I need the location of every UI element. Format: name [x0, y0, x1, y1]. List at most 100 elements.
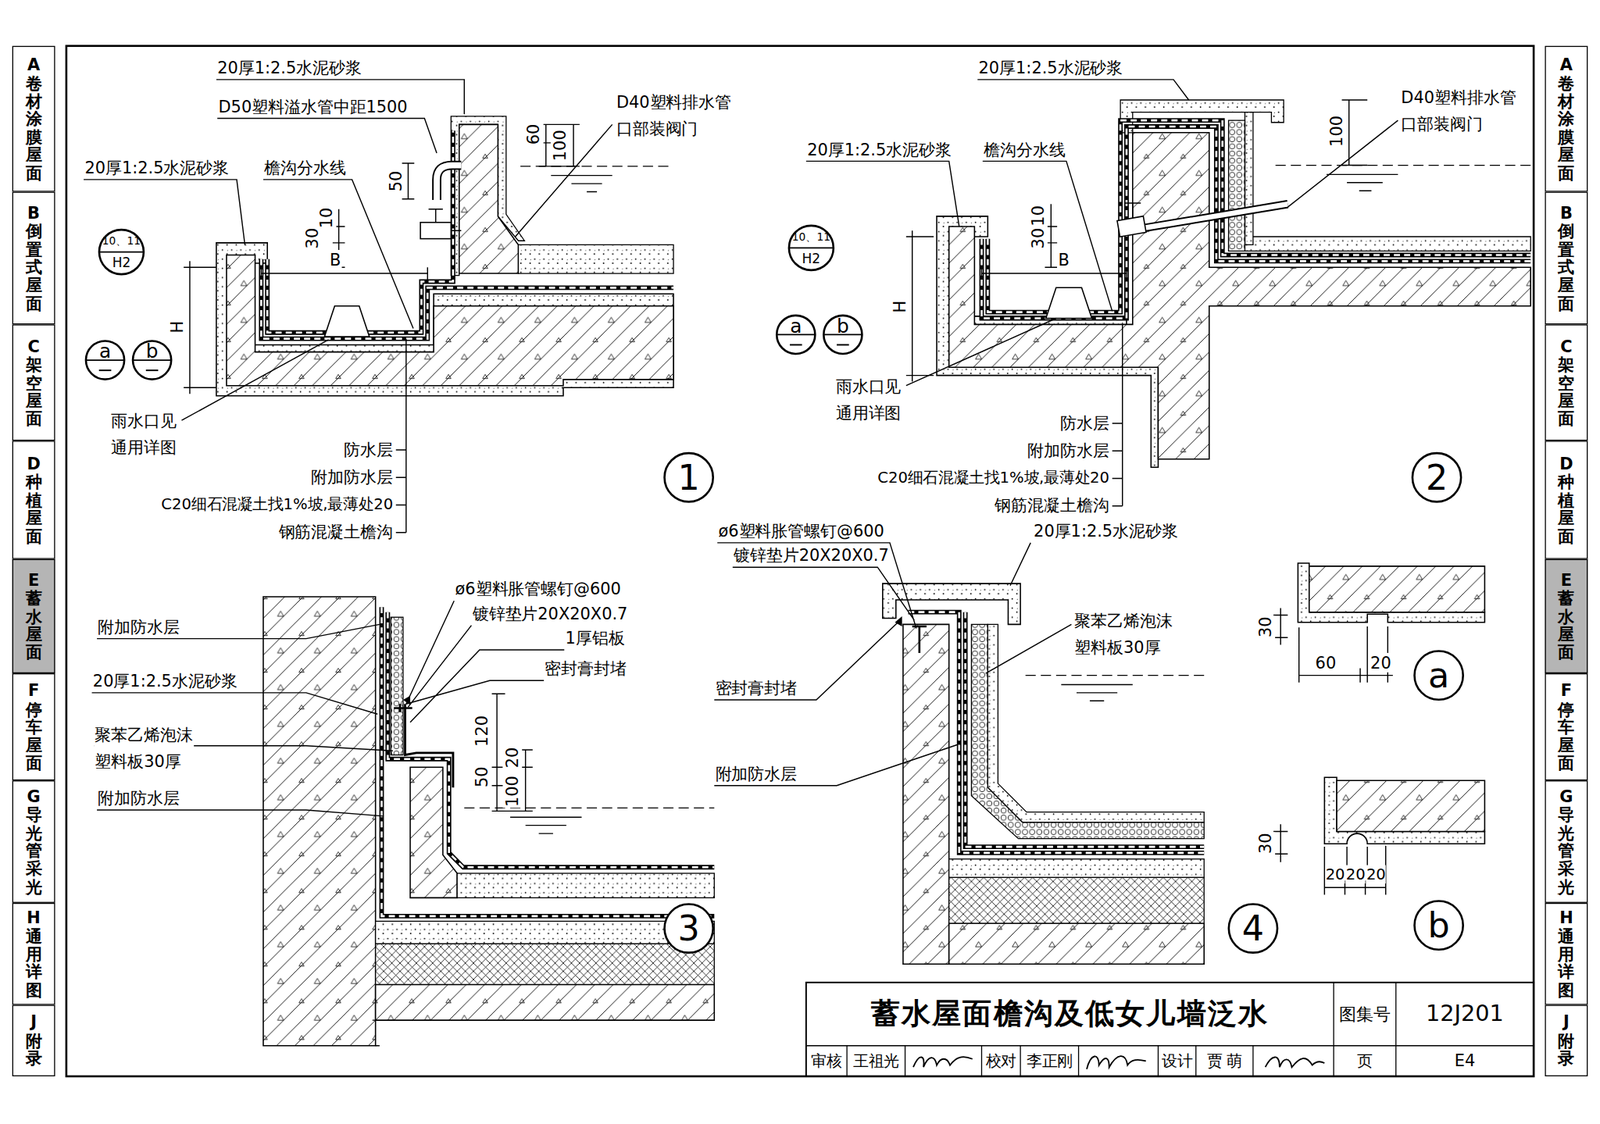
tab-title: 通用详图: [25, 927, 43, 1000]
callout-label: B: [328, 250, 343, 270]
callout-label: 聚苯乙烯泡沫 塑料板30厚: [93, 722, 194, 775]
reference-detail: 10、11: [787, 224, 835, 248]
title-block-cell: 贾 萌: [1196, 1046, 1254, 1077]
detail-1: [550, 175, 612, 193]
tab-letter: C: [27, 337, 40, 357]
detail-2: [806, 79, 1531, 507]
blank-dash: [146, 369, 159, 372]
detail-1: [83, 79, 613, 421]
tab-title: 卷材涂膜屋面: [1557, 74, 1575, 183]
tab-letter: D: [26, 454, 40, 474]
dimension: 10: [1028, 203, 1048, 227]
tab-letter: H: [1559, 908, 1573, 928]
tab-letter: C: [1560, 337, 1572, 357]
callout-label: C20细石混凝土找1%坡,最薄处20: [160, 494, 394, 514]
detail-4: [714, 542, 1072, 786]
detail-1: [436, 165, 461, 200]
callout-label: D40塑料排水管 口部装阀门: [615, 89, 733, 143]
detail-2: [981, 126, 1531, 319]
detail-4: [1025, 675, 1205, 676]
detail-1: [396, 339, 407, 533]
section-tab: C架空屋面: [12, 324, 56, 441]
detail-2: [1124, 203, 1141, 218]
detail-1: [183, 260, 217, 394]
tab-title: 停车屋面: [25, 700, 43, 773]
detail-3: [375, 943, 715, 985]
tab-letter: J: [1563, 1013, 1570, 1033]
section-tab-current: E蓄水屋面: [12, 559, 56, 674]
section-tab: G导光管采光: [12, 780, 56, 904]
detail-2: [1112, 324, 1123, 506]
detail-1: [216, 242, 674, 397]
callout-label: ø6塑料胀管螺钉@600: [717, 521, 886, 541]
circle-outline: [1414, 651, 1464, 700]
tab-title: 倒置式屋面: [25, 222, 43, 313]
detail-1: [420, 222, 451, 240]
detail-a: [1297, 563, 1485, 623]
callout-label: C20细石混凝土找1%坡,最薄处20: [876, 468, 1111, 488]
callout-label: 60: [1314, 653, 1337, 673]
detail-2: [906, 230, 934, 382]
section-tab: C架空屋面: [1544, 324, 1588, 441]
signature: [913, 1056, 1325, 1070]
detail-3: [405, 703, 454, 788]
callout-label: B: [1057, 250, 1071, 270]
title-block-cell: 页: [1333, 1046, 1397, 1077]
callout-label: 雨水口见 通用详图: [110, 407, 178, 461]
tab-title: 导光管采光: [1557, 806, 1575, 897]
tab-title: 附录: [1557, 1032, 1575, 1068]
section-tab: B倒置式屋面: [1544, 192, 1588, 325]
reference-circle: b: [822, 314, 864, 355]
reference-detail: a: [84, 339, 125, 361]
detail-number: 2: [1410, 452, 1462, 504]
section-tab: H通用详图: [1544, 903, 1588, 1006]
detail-a: [1309, 566, 1486, 613]
callout-label: 附加防水层: [714, 764, 798, 784]
detail-3: [92, 596, 715, 1047]
blank-dash: [836, 343, 850, 346]
tab-letter: F: [1560, 682, 1572, 701]
dimension: H: [889, 299, 910, 314]
detail-1: [324, 306, 369, 337]
callout-label: 钢筋混凝土檐沟: [277, 522, 394, 543]
section-tab-current: E蓄水屋面: [1544, 559, 1588, 674]
drawing-frame: [806, 982, 1534, 1077]
detail-4: [949, 923, 1205, 965]
callout-label: 附加防水层: [96, 789, 181, 809]
dimension: 120: [471, 714, 492, 748]
reference-circle: b: [131, 339, 172, 381]
detail-1: [450, 116, 525, 276]
detail-1: [260, 267, 428, 280]
section-tab: D种植屋面: [1544, 440, 1588, 560]
detail-4: [903, 624, 950, 965]
detail-2: [1140, 203, 1288, 229]
detail-number: b: [1413, 900, 1465, 951]
tab-title: 停车屋面: [1557, 700, 1575, 773]
reference-circle: 10、11H2: [787, 224, 835, 272]
detail-1: [83, 79, 674, 533]
callout-label: 20厚1:2.5水泥砂浆: [83, 157, 230, 178]
detail-1: [518, 244, 675, 274]
detail-b: [1273, 777, 1485, 895]
reference-detail: 10、11: [97, 228, 145, 253]
detail-2: [806, 79, 1399, 386]
detail-1: [428, 209, 462, 231]
blank-dash: [99, 369, 112, 372]
section-tab: F停车屋面: [12, 673, 56, 781]
tab-title: 导光管采光: [25, 806, 43, 897]
reference-detail: b: [131, 339, 172, 361]
dimension: H: [167, 319, 188, 334]
callout-label: 20: [1366, 865, 1386, 885]
callout-label: ø6塑料胀管螺钉@600: [453, 579, 622, 600]
detail-2: [981, 267, 1126, 280]
section-tab: D种植屋面: [12, 440, 56, 560]
drawing-frame: [66, 46, 1534, 1077]
section-tab: J附录: [1544, 1005, 1588, 1077]
detail-1: [459, 124, 519, 274]
signature: [1086, 1056, 1147, 1070]
section-tab: B倒置式屋面: [12, 192, 56, 325]
title-block-cell: 12J201: [1396, 982, 1534, 1047]
detail-3: [381, 607, 715, 917]
detail-b: [1324, 777, 1485, 844]
callout-label: 镀锌垫片20X20X0.7: [732, 546, 890, 566]
